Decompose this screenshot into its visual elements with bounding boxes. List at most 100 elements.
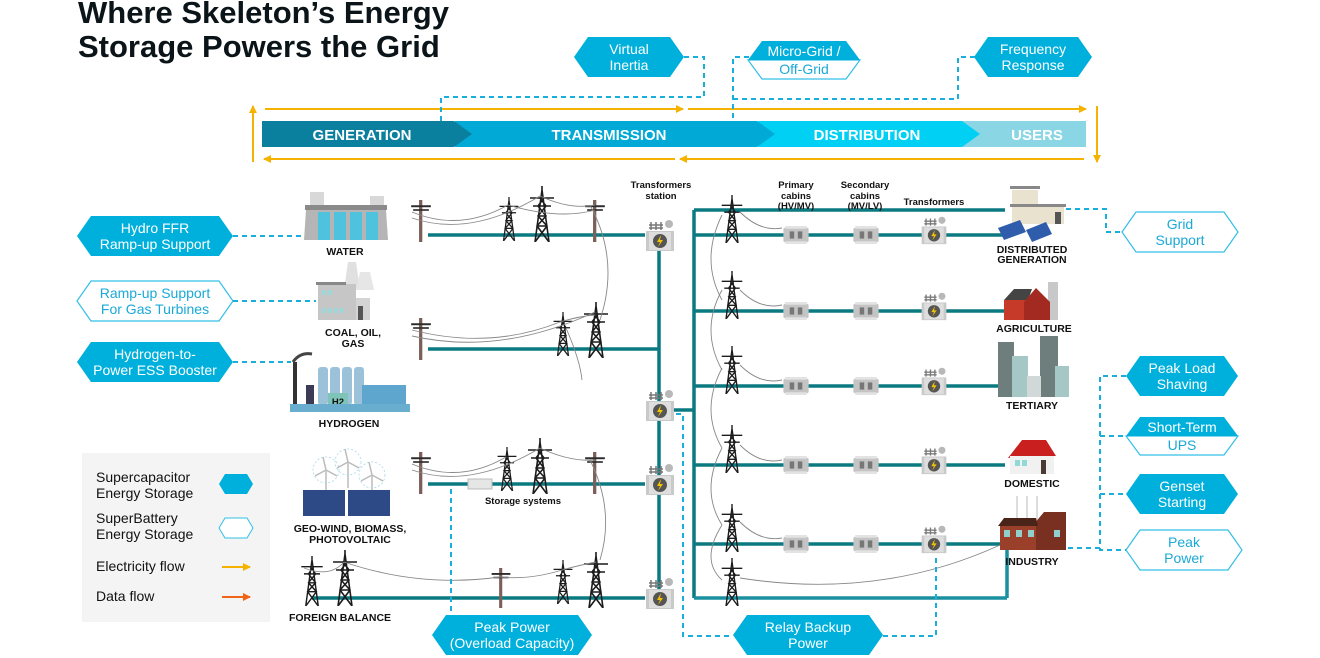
service-label-line-2: Starting (1158, 494, 1206, 510)
primary-cabin-icon (783, 535, 809, 553)
label-primary-cabins: (HV/MV) (778, 201, 814, 212)
label-secondary-cabins: (MV/LV) (848, 201, 883, 212)
legend-supercapacitor-label: Supercapacitor (96, 469, 191, 485)
page-title: Where Skeleton’s Energy Storage Powers t… (78, 0, 449, 64)
consumer-label-distributed: GENERATION (997, 254, 1066, 266)
transformer-icon (645, 219, 675, 252)
supercapacitor-half (1126, 417, 1238, 436)
stage-label-users: USERS (1011, 127, 1063, 144)
service-label-line-2: Ramp-up Support (100, 236, 211, 252)
data-link (440, 56, 705, 121)
pole-icon (585, 452, 605, 494)
wire (411, 311, 596, 343)
primary-cabin-icon (783, 302, 809, 320)
service-label-line-1: Relay Backup (765, 619, 852, 635)
label-secondary-cabins: cabins (850, 191, 880, 202)
consumer-label-distributed: DISTRIBUTED (997, 244, 1068, 256)
legend-superbattery-label: Energy Storage (96, 526, 193, 542)
source-label-water: WATER (326, 246, 364, 258)
service-label-line-2: Power (788, 635, 828, 651)
consumer-label-tertiary: TERTIARY (1006, 400, 1058, 412)
service-label-line-1: Short-Term (1147, 419, 1216, 435)
source-label-coal: COAL, OIL, (325, 327, 381, 339)
source-label-renewables: GEO-WIND, BIOMASS, (294, 523, 407, 535)
wire (411, 195, 596, 225)
service-micro-grid[interactable]: Micro-Grid /Off-Grid (746, 41, 862, 80)
transformer-icon (920, 292, 948, 321)
transformer-icon (645, 577, 675, 610)
transformer-icon (920, 525, 948, 554)
label-secondary-cabins: Secondary (841, 180, 890, 191)
superbattery-hexagon (1121, 211, 1239, 253)
legend-superbattery-swatch (218, 517, 254, 539)
label-transformers: Transformers (904, 197, 965, 208)
service-label-line-2: For Gas Turbines (101, 301, 209, 317)
service-peak-power-overload[interactable]: Peak Power(Overload Capacity) (432, 615, 592, 655)
secondary-cabin-icon (853, 456, 879, 474)
storage-system-icon (467, 478, 493, 490)
supercapacitor-hexagon (77, 342, 233, 382)
wire (710, 214, 723, 581)
service-label-line-1: Hydrogen-to- (114, 346, 196, 362)
legend-supercapacitor-swatch (219, 474, 253, 494)
stage-users (962, 121, 1086, 147)
label-transformers-station: Transformers (631, 180, 692, 191)
transformer-icon (645, 463, 675, 496)
supercapacitor-hexagon (1126, 356, 1238, 396)
wire (303, 561, 597, 581)
wire (565, 327, 583, 381)
source-label-renewables: PHOTOVOLTAIC (309, 534, 391, 546)
barn-icon (1004, 282, 1058, 320)
hydrogen-plant-icon: H2 (290, 352, 410, 412)
office-towers-icon (998, 336, 1069, 397)
equipment (300, 186, 948, 610)
service-label-line-1: Frequency (1000, 41, 1066, 57)
solar-building-icon (998, 186, 1066, 242)
title-line-2: Storage Powers the Grid (78, 29, 440, 64)
legend-superbattery-label: SuperBattery (96, 510, 178, 526)
data-link (1066, 208, 1122, 233)
service-left-3[interactable]: Hydrogen-to-Power ESS Booster (77, 342, 233, 382)
hydro-dam-icon (304, 192, 388, 240)
supercapacitor-hexagon (1126, 474, 1238, 514)
supercapacitor-hexagon (574, 37, 684, 77)
data-link (883, 555, 937, 637)
service-label-line-1: Virtual (609, 41, 648, 57)
data-link (732, 56, 749, 121)
stage-label-distribution: DISTRIBUTION (814, 127, 921, 144)
supercapacitor-hexagon (432, 615, 592, 655)
bottom-data-links (450, 413, 937, 637)
service-label-line-2: Power (1164, 550, 1204, 566)
transformer-icon (920, 446, 948, 475)
data-link (733, 56, 975, 100)
pole-icon (491, 568, 511, 608)
supercapacitor-hexagon (974, 37, 1092, 77)
secondary-cabin-icon (853, 377, 879, 395)
source-label-foreign-balance: FOREIGN BALANCE (289, 612, 391, 624)
service-label-line-1: Peak (1168, 534, 1201, 550)
legend-electricity-flow-label: Electricity flow (96, 558, 186, 574)
supercapacitor-hexagon (733, 615, 883, 655)
data-link (676, 413, 733, 637)
service-label-line-2: UPS (1168, 437, 1197, 453)
service-label-line-2: Response (1001, 57, 1064, 73)
h2-badge: H2 (332, 397, 344, 408)
consumer-label-domestic: DOMESTIC (1004, 478, 1060, 490)
service-label-line-2: Support (1155, 232, 1204, 248)
right-data-links (1066, 208, 1126, 551)
secondary-cabin-icon (853, 226, 879, 244)
stage-transmission (455, 121, 775, 147)
